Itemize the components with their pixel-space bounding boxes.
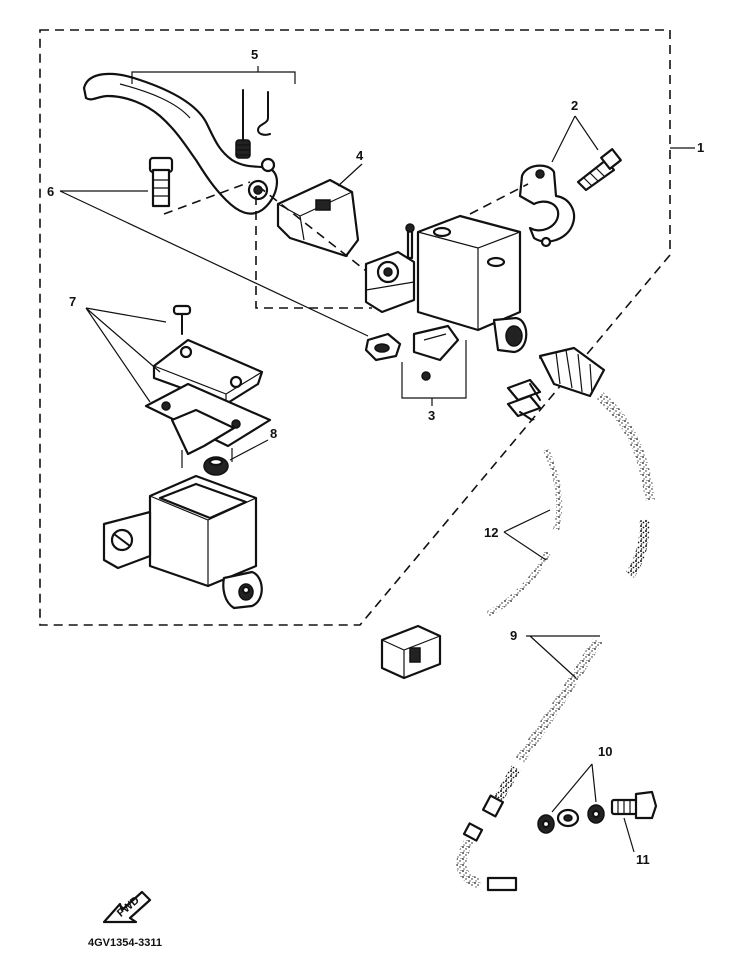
callout-6-leader	[59, 190, 369, 337]
assembly-boundary	[39, 29, 671, 626]
callout-2-leader	[551, 115, 599, 163]
brake-lever	[82, 72, 279, 215]
handlebar-holder	[518, 164, 576, 248]
callout-10-leader	[551, 763, 597, 813]
callout-11: 11	[636, 852, 650, 867]
master-cylinder-body	[416, 214, 528, 354]
pivot-dash	[163, 181, 251, 215]
callout-5: 5	[251, 47, 258, 62]
switch-cover	[276, 178, 360, 258]
holder-dash	[469, 183, 529, 215]
switch-lead	[380, 378, 564, 680]
callout-4-leader	[337, 163, 363, 187]
callout-5-leader	[131, 66, 296, 84]
diaphragm	[144, 382, 272, 456]
callout-4: 4	[356, 148, 364, 163]
callout-12-leader	[503, 509, 551, 561]
brake-hose	[454, 346, 656, 894]
callout-3: 3	[428, 408, 435, 423]
callout-9: 9	[510, 628, 517, 643]
gasket-left	[537, 814, 555, 834]
reservoir-body	[102, 474, 263, 610]
brake-switch	[364, 223, 460, 381]
callout-6: 6	[47, 184, 54, 199]
callout-9-leader	[526, 635, 600, 679]
pivot-nut	[364, 332, 402, 362]
lever-dash-line-2	[257, 185, 371, 275]
reservoir-screw	[172, 304, 192, 335]
grommet	[203, 456, 229, 476]
reservoir-cap	[152, 338, 264, 406]
callout-8: 8	[270, 426, 277, 441]
lever-dash-line	[255, 196, 372, 309]
union-bolt	[610, 790, 658, 820]
callout-12: 12	[484, 525, 498, 540]
callout-1: 1	[697, 140, 704, 155]
callout-7-leader	[85, 307, 167, 403]
part-code: 4GV1354-3311	[88, 937, 162, 949]
callout-2: 2	[571, 98, 578, 113]
gasket-right	[587, 804, 605, 824]
lever-spring	[235, 89, 271, 159]
callout-11-leader	[623, 817, 635, 853]
callout-8-leader	[229, 439, 269, 461]
callout-7: 7	[69, 294, 76, 309]
callout-10: 10	[598, 744, 612, 759]
fwd-arrow-icon: FWD	[102, 890, 152, 924]
holder-bolt	[576, 148, 622, 192]
pivot-bolt	[148, 156, 174, 208]
callout-3-bracket	[401, 340, 467, 406]
